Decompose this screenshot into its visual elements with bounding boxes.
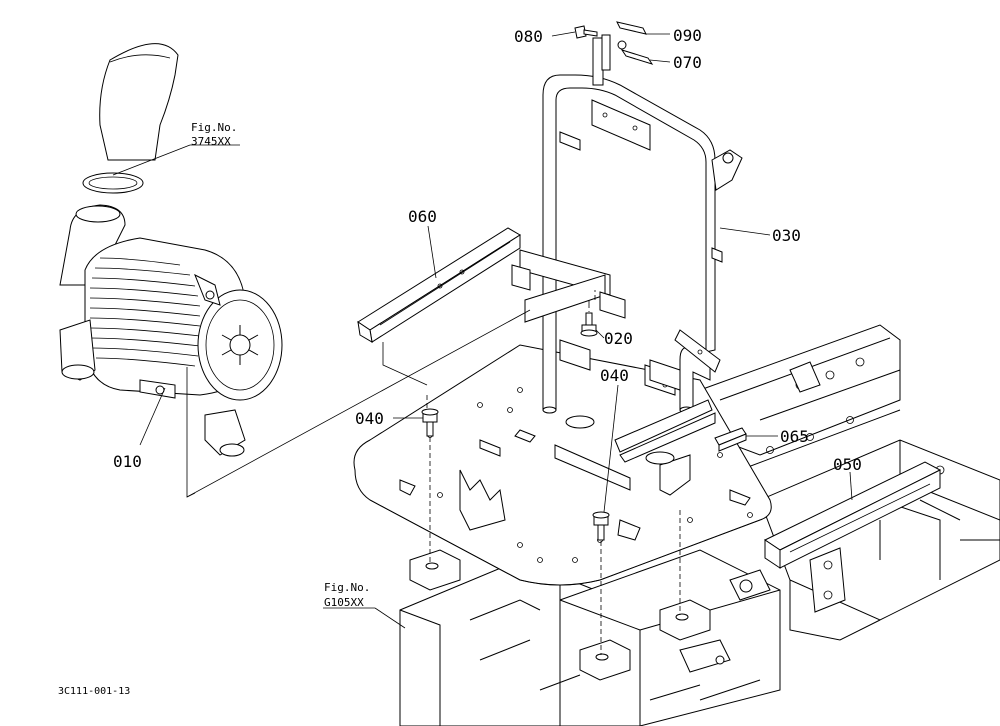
figure-references: Fig.No. 3745XX Fig.No. G105XX xyxy=(191,121,370,609)
drawing-code: 3C111-001-13 xyxy=(58,686,130,697)
label-080: 080 xyxy=(514,27,543,46)
air-cleaner-010 xyxy=(59,43,283,457)
label-040-right: 040 xyxy=(600,366,629,385)
bolt-040-right xyxy=(592,511,610,541)
seat-frame-030 xyxy=(511,34,743,463)
label-020: 020 xyxy=(604,329,633,348)
bolt-020 xyxy=(580,312,598,337)
ref-3745xx-number: 3745XX xyxy=(191,135,231,148)
ref-g105xx-title: Fig.No. xyxy=(324,581,370,594)
label-040-left: 040 xyxy=(355,409,384,428)
label-070: 070 xyxy=(673,53,702,72)
ref-g105xx-number: G105XX xyxy=(324,596,364,609)
part-090-plate xyxy=(616,21,647,35)
label-090: 090 xyxy=(673,26,702,45)
bracket-060 xyxy=(357,227,521,343)
guide-lines xyxy=(112,31,853,655)
label-050: 050 xyxy=(833,455,862,474)
ref-3745xx-title: Fig.No. xyxy=(191,121,237,134)
rail-050 xyxy=(763,461,942,569)
label-060: 060 xyxy=(408,207,437,226)
base-plate xyxy=(353,339,772,586)
cap-star xyxy=(221,325,259,365)
part-070-plate xyxy=(617,40,654,65)
part-080-bolt xyxy=(574,25,598,39)
label-065: 065 xyxy=(780,427,809,446)
part-labels: 010 020 030 040 040 050 060 065 070 080 … xyxy=(113,26,862,474)
label-010: 010 xyxy=(113,452,142,471)
bolt-040-left xyxy=(421,408,439,437)
part-065 xyxy=(714,427,747,452)
label-030: 030 xyxy=(772,226,801,245)
